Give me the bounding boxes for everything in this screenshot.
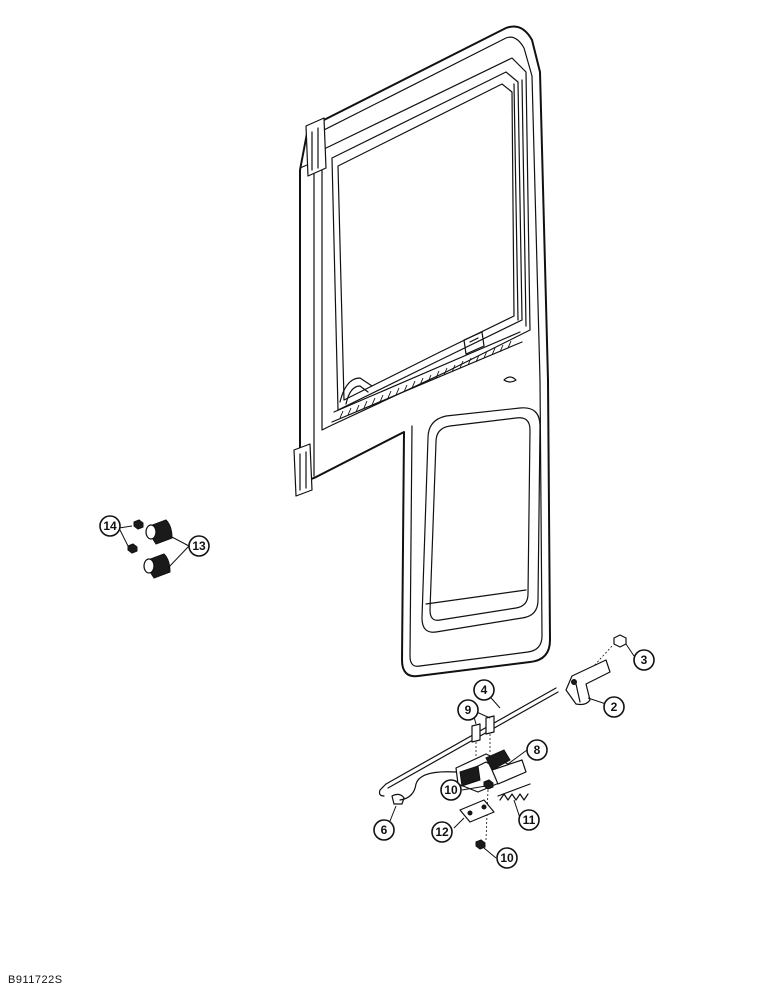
svg-text:12: 12 xyxy=(435,825,449,839)
bolt-9a xyxy=(471,723,481,743)
bumper-group xyxy=(127,519,173,579)
callout-12: 12 xyxy=(431,821,453,843)
callout-9: 9 xyxy=(457,699,479,721)
nut-lower xyxy=(127,543,138,554)
bolt-9b xyxy=(485,715,495,735)
svg-text:4: 4 xyxy=(481,683,488,697)
callout-11: 11 xyxy=(518,809,540,831)
door-frame xyxy=(293,25,551,678)
callout-13: 13 xyxy=(188,535,210,557)
svg-text:9: 9 xyxy=(465,703,472,717)
callout-4: 4 xyxy=(473,679,495,701)
svg-text:10: 10 xyxy=(500,851,514,865)
svg-text:6: 6 xyxy=(381,823,388,837)
nut-3 xyxy=(613,634,627,648)
svg-text:11: 11 xyxy=(523,813,536,827)
svg-text:8: 8 xyxy=(534,743,541,757)
nut-10b xyxy=(475,839,486,850)
figure-id: B911722S xyxy=(8,974,63,986)
svg-text:13: 13 xyxy=(192,539,206,553)
spring-11 xyxy=(499,793,529,801)
bracket-2 xyxy=(565,659,611,706)
latch-linkage xyxy=(378,634,627,850)
callout-10-upper: 10 xyxy=(440,779,462,801)
callout-14: 14 xyxy=(99,515,121,537)
callout-6: 6 xyxy=(373,819,395,841)
svg-text:14: 14 xyxy=(103,519,117,533)
svg-text:3: 3 xyxy=(641,653,648,667)
nut-upper xyxy=(133,519,144,530)
callout-8: 8 xyxy=(526,739,548,761)
callout-10-lower: 10 xyxy=(496,847,518,869)
plate-12 xyxy=(459,799,495,823)
callout-2: 2 xyxy=(603,696,625,718)
callout-3: 3 xyxy=(633,649,655,671)
clip-6 xyxy=(391,793,405,805)
rod-4 xyxy=(385,687,557,785)
leader-lines xyxy=(118,525,635,859)
svg-text:10: 10 xyxy=(444,783,458,797)
svg-text:2: 2 xyxy=(611,700,618,714)
